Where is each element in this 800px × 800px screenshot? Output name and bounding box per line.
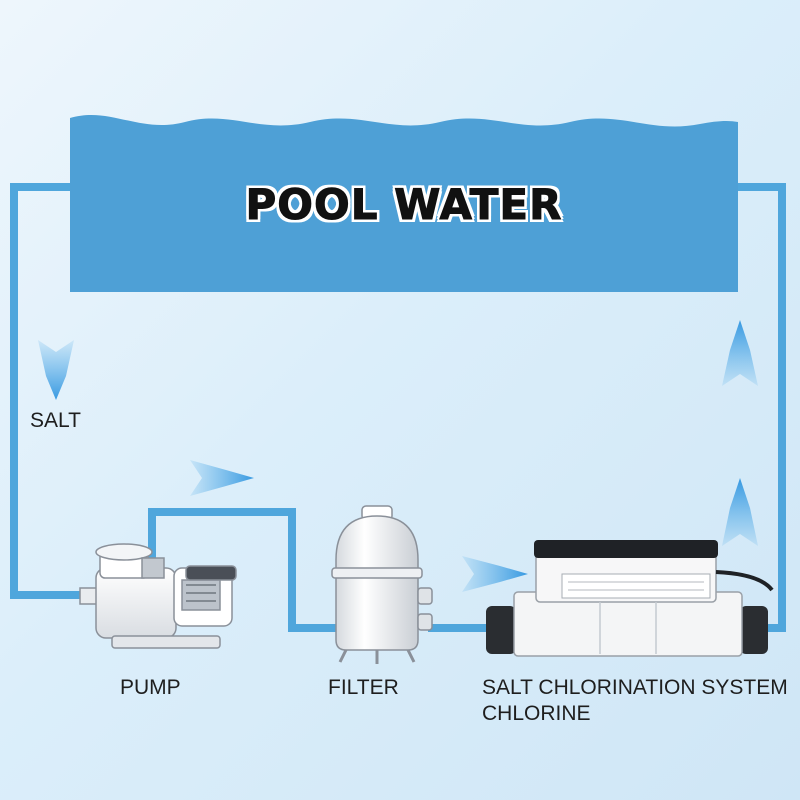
pool-water-title: POOL WATER [245,180,563,230]
pool-water-body [70,114,738,292]
pump-icon [79,543,237,649]
salt-flow-arrow [38,340,74,400]
chlorinator-cell-icon [486,540,774,657]
filter-label: FILTER [328,676,399,699]
flow-arrow-up-upper [722,320,758,386]
chlorinator-label-line1: SALT CHLORINATION SYSTEM [482,676,788,699]
salt-label: SALT [30,409,81,432]
flow-arrow-up-lower [722,478,758,546]
filter-tank-icon [331,505,433,664]
pump-label: PUMP [120,676,181,699]
pipe-loop [10,183,786,632]
flow-arrow-right-chlorinator [462,556,528,592]
chlorinator-label-line2: CHLORINE [482,702,591,725]
flow-arrow-right-pump [190,460,254,496]
